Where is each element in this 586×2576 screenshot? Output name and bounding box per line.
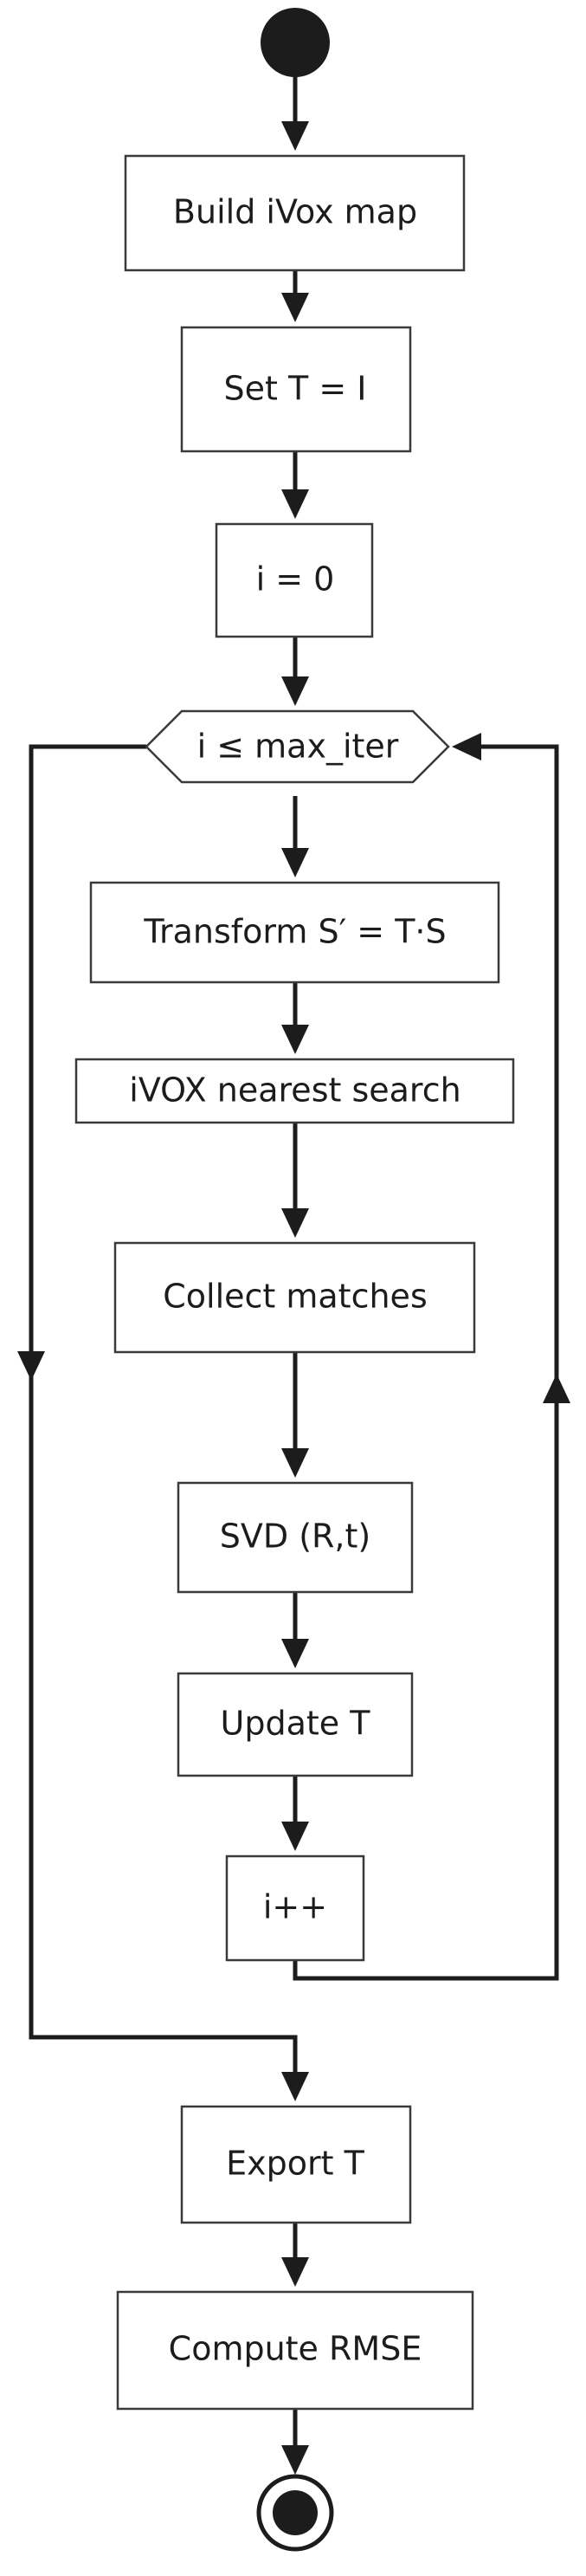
node-compute-rmse-label: Compute RMSE — [169, 2330, 422, 2368]
node-nearest-search: iVOX nearest search — [74, 1058, 515, 1124]
node-init-i-box — [215, 522, 374, 638]
arrowhead-set — [281, 293, 309, 322]
edge-loop-exit — [29, 744, 298, 2087]
arrowhead-collect — [281, 1208, 309, 1238]
node-update-t-box — [177, 1672, 414, 1777]
node-compute-rmse-box — [116, 2290, 474, 2411]
node-export-t-box — [180, 2105, 412, 2224]
node-compute-rmse: Compute RMSE — [116, 2290, 474, 2411]
arrowhead-loop-back-up — [543, 1374, 570, 1403]
node-loop-condition-shape — [145, 709, 450, 784]
node-build-map-box — [124, 154, 466, 272]
node-build-map: Build iVox map — [124, 154, 466, 272]
node-transform-label: Transform S′ = T·S — [143, 913, 446, 951]
node-collect-matches-label: Collect matches — [163, 1278, 428, 1316]
node-update-t: Update T — [177, 1672, 414, 1777]
end-node-dot — [273, 2490, 318, 2535]
node-update-t-label: Update T — [221, 1705, 371, 1743]
arrowhead-loop-back-in — [452, 733, 481, 761]
node-nearest-search-box — [74, 1058, 515, 1124]
node-loop-condition-label: i ≤ max_iter — [197, 728, 399, 766]
node-set-t-label: Set T = I — [224, 370, 367, 408]
arrowhead-update — [281, 1639, 309, 1668]
node-collect-matches: Collect matches — [113, 1241, 476, 1354]
arrowhead-transform — [281, 848, 309, 877]
node-svd: SVD (R,t) — [177, 1481, 414, 1594]
end-node — [256, 2474, 334, 2552]
arrowhead-init — [281, 489, 309, 519]
node-increment: i++ — [225, 1854, 365, 1962]
arrowhead-loop-exit-down — [17, 1351, 45, 1381]
node-init-i-label: i = 0 — [256, 560, 335, 599]
node-loop-condition: i ≤ max_iter — [145, 709, 450, 784]
node-export-t-label: Export T — [226, 2145, 364, 2183]
arrowhead-increment — [281, 1822, 309, 1851]
node-export-t: Export T — [180, 2105, 412, 2224]
arrowhead-rmse — [281, 2257, 309, 2287]
node-collect-matches-box — [113, 1241, 476, 1354]
node-nearest-search-label: iVOX nearest search — [129, 1071, 460, 1110]
arrowhead-export — [281, 2072, 309, 2101]
edge-loop-back — [293, 744, 559, 1981]
start-node — [261, 8, 330, 77]
node-set-t: Set T = I — [180, 326, 412, 453]
arrowhead-svd — [281, 1448, 309, 1478]
edges — [17, 74, 570, 2475]
node-increment-box — [225, 1854, 365, 1962]
arrowhead-build — [281, 121, 309, 151]
arrowhead-end — [281, 2445, 309, 2475]
node-init-i: i = 0 — [215, 522, 374, 638]
node-transform: Transform S′ = T·S — [89, 881, 500, 984]
node-svd-label: SVD (R,t) — [220, 1518, 371, 1556]
node-set-t-box — [180, 326, 412, 453]
arrowhead-search — [281, 1025, 309, 1054]
node-increment-label: i++ — [263, 1888, 327, 1926]
node-svd-box — [177, 1481, 414, 1594]
arrowhead-loop — [281, 676, 309, 706]
node-transform-box — [89, 881, 500, 984]
node-build-map-label: Build iVox map — [173, 193, 417, 231]
